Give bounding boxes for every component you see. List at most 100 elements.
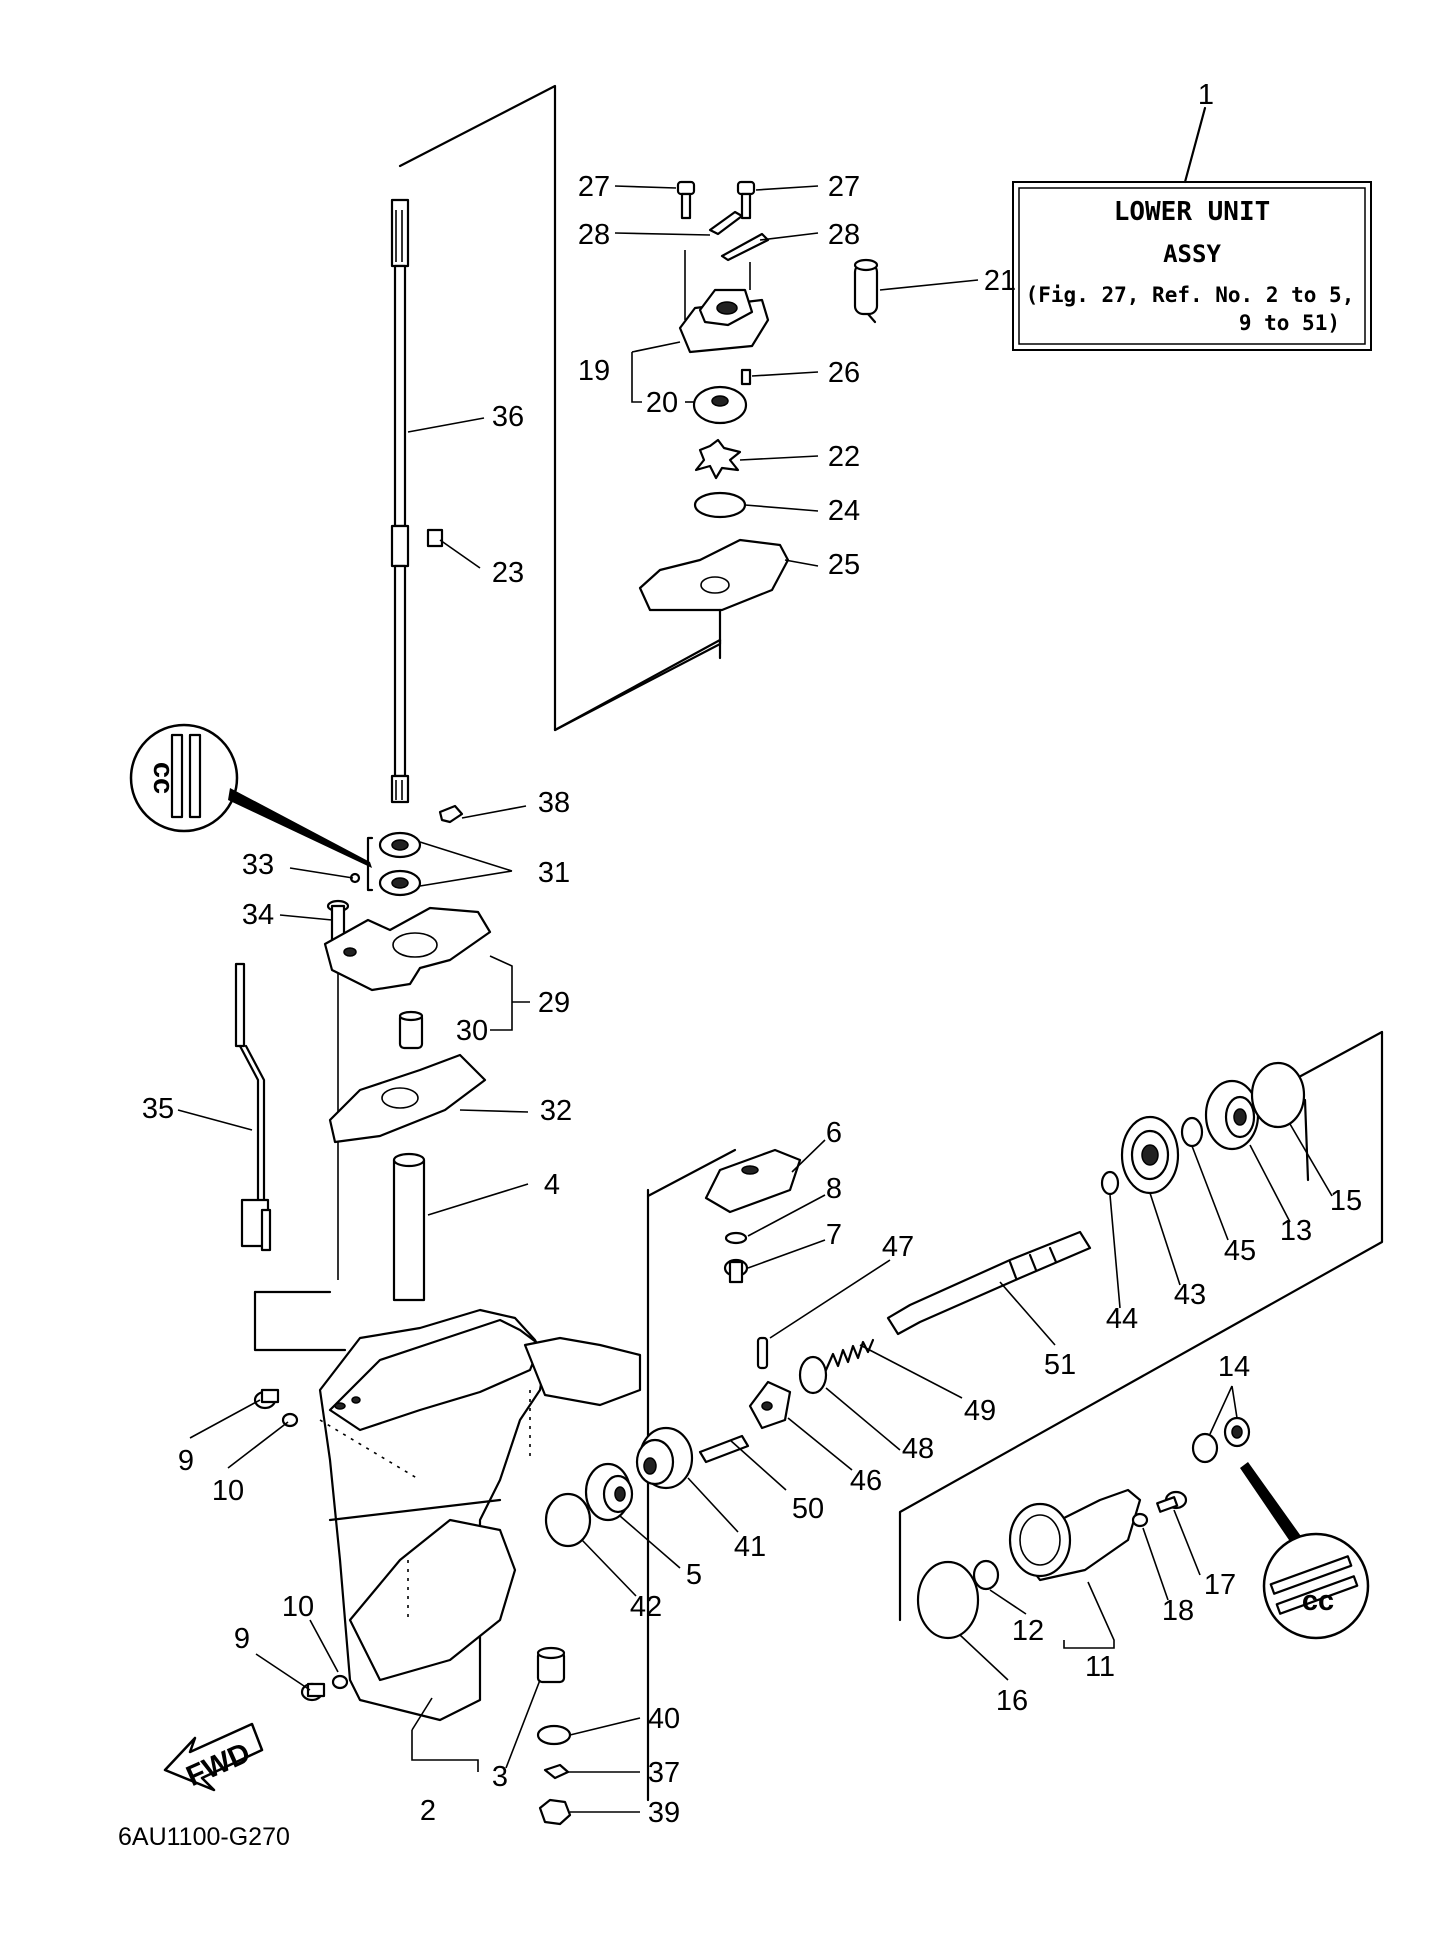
part-3-bushing [536, 1646, 566, 1684]
part-30-bushing [398, 1010, 424, 1050]
callout-47: 47 [882, 1231, 914, 1263]
part-12-seal [972, 1559, 1000, 1591]
part-15-o-ring [1250, 1061, 1306, 1129]
callout-23: 23 [492, 557, 524, 589]
part-9-screw-upper [253, 1388, 280, 1410]
callout-17: 17 [1204, 1569, 1236, 1601]
part-13-bearing [1204, 1079, 1260, 1151]
part-40-washer [536, 1724, 572, 1746]
part-18-washer [1131, 1512, 1149, 1528]
callout-30: 30 [456, 1015, 488, 1047]
part-16-o-ring [916, 1560, 980, 1640]
lower-casing [318, 1308, 642, 1722]
grease-symbol-top: cc [147, 762, 179, 794]
callout-19: 19 [578, 355, 610, 387]
box-line1: LOWER UNIT [1114, 197, 1271, 227]
reference-box: LOWER UNIT ASSY (Fig. 27, Ref. No. 2 to … [1012, 106, 1372, 351]
callout-labels: 1 2 3 4 5 6 7 8 9 10 9 10 11 12 13 14 15… [142, 79, 1362, 1829]
part-38-clip [438, 804, 464, 824]
part-31-bearings [366, 831, 422, 897]
part-42-seal [544, 1492, 592, 1548]
callout-5: 5 [686, 1559, 702, 1591]
callout-13: 13 [1280, 1215, 1312, 1247]
callout-35: 35 [142, 1093, 174, 1125]
callout-21: 21 [984, 265, 1016, 297]
callout-24: 24 [828, 495, 860, 527]
callout-9-upper: 9 [178, 1445, 194, 1477]
drive-shaft [390, 198, 410, 804]
part-44-washer [1100, 1170, 1120, 1196]
part-35-shift-rod [234, 962, 272, 1252]
callout-42: 42 [630, 1591, 662, 1623]
callout-2: 2 [420, 1795, 436, 1827]
part-46-clutch [748, 1380, 792, 1430]
callout-33: 33 [242, 849, 274, 881]
box-line4: 9 to 51) [1239, 311, 1340, 335]
part-51-propeller-shaft [886, 1230, 1092, 1336]
callout-27-right: 27 [828, 171, 860, 203]
callout-4: 4 [544, 1169, 560, 1201]
callout-38: 38 [538, 787, 570, 819]
callout-6: 6 [826, 1117, 842, 1149]
callout-11: 11 [1085, 1651, 1115, 1683]
callout-43: 43 [1174, 1279, 1206, 1311]
callout-25: 25 [828, 549, 860, 581]
part-23-pin [426, 528, 444, 548]
callout-26: 26 [828, 357, 860, 389]
part-11-bearing-housing [1008, 1488, 1142, 1582]
part-45-washer [1180, 1116, 1204, 1148]
callout-7: 7 [826, 1219, 842, 1251]
callout-16: 16 [996, 1685, 1028, 1717]
box-line3: (Fig. 27, Ref. No. 2 to 5, [1026, 283, 1355, 307]
part-47-pin [756, 1336, 769, 1370]
part-7-screw [723, 1258, 749, 1284]
part-49-spring [824, 1338, 875, 1372]
callout-1: 1 [1198, 79, 1214, 111]
callout-12: 12 [1012, 1615, 1044, 1647]
callout-51: 51 [1044, 1349, 1076, 1381]
part-43-gear [1120, 1115, 1180, 1195]
callout-20: 20 [646, 387, 678, 419]
part-50-pin [698, 1434, 750, 1464]
callout-28-left: 28 [578, 219, 610, 251]
part-39-nut [538, 1798, 572, 1826]
callout-9-lower: 9 [234, 1623, 250, 1655]
callout-44: 44 [1106, 1303, 1138, 1335]
grease-detail-top: cc [129, 723, 372, 868]
callout-49: 49 [964, 1395, 996, 1427]
part-8-washer [724, 1231, 748, 1245]
group-frame-lines [253, 84, 1384, 1802]
part-48-ring [798, 1355, 828, 1395]
callout-45: 45 [1224, 1235, 1256, 1267]
callout-29: 29 [538, 987, 570, 1019]
diagram-code: 6AU1100-G270 [118, 1823, 290, 1851]
callout-39: 39 [648, 1797, 680, 1829]
callout-10-upper: 10 [212, 1475, 244, 1507]
callout-34: 34 [242, 899, 274, 931]
callout-18: 18 [1162, 1595, 1194, 1627]
callout-32: 32 [540, 1095, 572, 1127]
grease-detail-bottom: cc [1240, 1462, 1370, 1640]
callout-14: 14 [1218, 1351, 1250, 1383]
part-5-bearing [584, 1462, 634, 1522]
part-17-bolt [1156, 1490, 1188, 1513]
callout-10-lower: 10 [282, 1591, 314, 1623]
grease-symbol-bottom: cc [1302, 1585, 1334, 1617]
part-37-clip [543, 1763, 570, 1780]
part-29-housing [323, 906, 492, 992]
callout-8: 8 [826, 1173, 842, 1205]
callout-41: 41 [734, 1531, 766, 1563]
callout-40: 40 [648, 1703, 680, 1735]
part-4-tube [392, 1152, 426, 1302]
callout-50: 50 [792, 1493, 824, 1525]
part-32-gasket [328, 1053, 487, 1144]
callout-3: 3 [492, 1761, 508, 1793]
callout-28-right: 28 [828, 219, 860, 251]
part-10-washer-lower [331, 1674, 349, 1690]
callout-27-left: 27 [578, 171, 610, 203]
part-14-bushings [1191, 1416, 1251, 1464]
callout-37: 37 [648, 1757, 680, 1789]
callout-15: 15 [1330, 1185, 1362, 1217]
